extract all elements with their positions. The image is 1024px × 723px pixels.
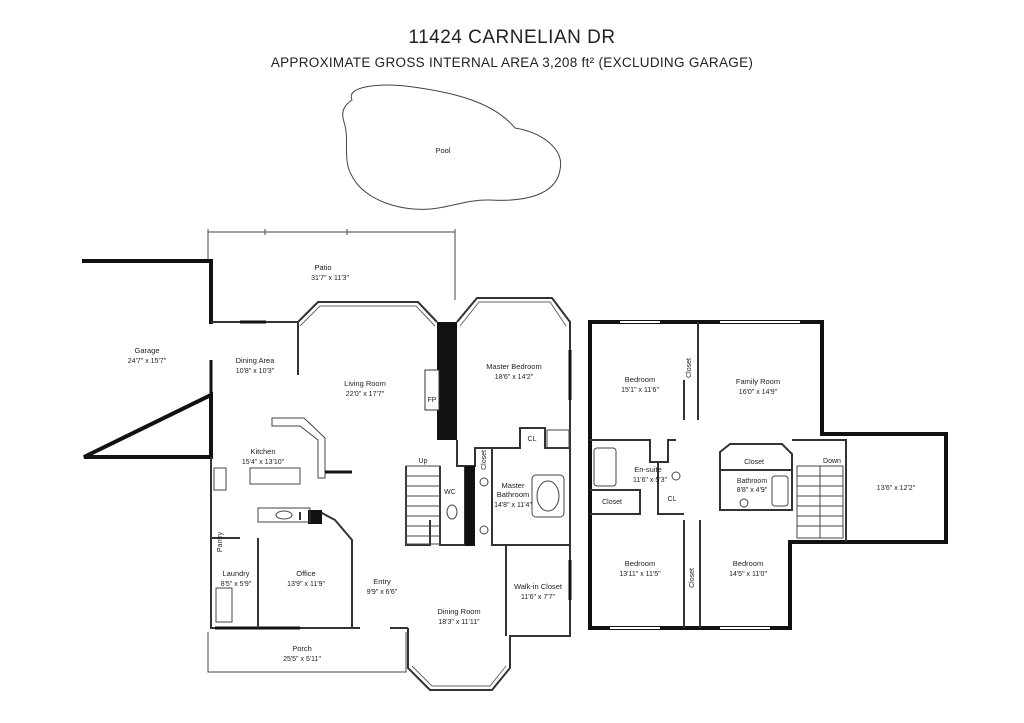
family-room-label: Family Room <box>736 377 780 386</box>
family-room-dims: 16'0" x 14'9" <box>739 389 778 396</box>
bedroom-se-label: Bedroom <box>733 559 763 568</box>
bedroom-nw-label: Bedroom <box>625 375 655 384</box>
bath-sink <box>739 498 749 508</box>
pool-outline <box>342 84 562 210</box>
pool-label: Pool <box>435 146 450 155</box>
walkin-closet-dims: 11'6" x 7'7" <box>521 594 555 601</box>
kitchen-counter-bottom <box>257 507 311 523</box>
shower <box>546 429 570 449</box>
garage-walls <box>82 259 213 459</box>
walkin-closet-label: Walk-in Closet <box>514 582 563 591</box>
garage-dims: 24'7" x 15'7" <box>128 358 167 365</box>
master-bathroom-label-1: Master <box>502 481 525 490</box>
master-closet-label: Closet <box>481 450 488 470</box>
kitchen-dims: 15'4" x 13'10" <box>242 459 285 466</box>
closet-c-label: Closet <box>744 459 764 466</box>
bonus-room-dims: 13'6" x 12'2" <box>877 485 916 492</box>
upper-floor-interior-walls <box>590 322 847 628</box>
range <box>213 467 227 491</box>
wc-label: WC <box>444 489 456 496</box>
entry-label: Entry <box>373 577 391 586</box>
laundry-dims: 8'5" x 5'9" <box>221 581 252 588</box>
ensuite-sink <box>671 471 681 481</box>
porch-label: Porch <box>292 644 312 653</box>
master-bathroom-label-2: Bathroom <box>497 490 530 499</box>
living-room-label: Living Room <box>344 379 386 388</box>
bay-window-dining <box>411 665 507 687</box>
master-sink-2 <box>479 525 489 535</box>
fireplace-label: FP <box>428 397 437 404</box>
dining-room-dims: 18'3" x 11'11" <box>438 619 480 626</box>
ensuite-dims: 11'6" x 5'3" <box>633 477 667 484</box>
wc-toilet <box>446 504 458 520</box>
laundry-fixture <box>215 587 233 623</box>
bedroom-se-dims: 14'5" x 11'0" <box>729 571 767 578</box>
kitchen-label: Kitchen <box>250 447 275 456</box>
stairs-upper <box>796 465 844 539</box>
closet-a-label: Closet <box>686 358 693 378</box>
bedroom-sw-dims: 13'11" x 11'5" <box>619 571 661 578</box>
stairs-down-label: Down <box>823 458 841 465</box>
patio-dims: 31'7" x 11'3" <box>311 275 349 282</box>
dining-room-label: Dining Room <box>437 607 480 616</box>
upper-floor-exterior-walls <box>588 320 948 630</box>
pantry-label: Pantry <box>217 531 224 552</box>
stairs-ground <box>405 465 441 545</box>
upper-cl-label: CL <box>668 496 677 503</box>
upper-window-marks <box>610 321 800 629</box>
area-subtitle: APPROXIMATE GROSS INTERNAL AREA 3,208 ft… <box>270 55 754 70</box>
master-closet-wall <box>465 466 475 546</box>
fireplace-box <box>424 369 440 411</box>
fireplace-wall <box>437 322 457 440</box>
kitchen-counter <box>271 417 326 479</box>
office-label: Office <box>296 569 315 578</box>
closet-d-label: Closet <box>689 568 696 588</box>
stairs-up-label: Up <box>419 458 428 465</box>
laundry-label: Laundry <box>222 569 249 578</box>
master-tub-basin <box>536 480 560 512</box>
patio-label: Patio <box>314 263 331 272</box>
ensuite-tub <box>593 447 617 487</box>
bay-window-living <box>299 305 436 327</box>
master-bathroom-dims: 14'8" x 11'4" <box>494 502 532 509</box>
patio-ticks <box>207 229 456 235</box>
living-room-dims: 22'0" x 17'7" <box>346 391 385 398</box>
closet-b-label: Closet <box>602 499 622 506</box>
ground-floor-interior-walls <box>211 322 570 636</box>
plan-title: 11424 CARNELIAN DR <box>408 27 616 48</box>
window-marks <box>209 320 572 630</box>
bedroom-sw-label: Bedroom <box>625 559 655 568</box>
master-bedroom-dims: 18'6" x 14'2" <box>495 374 534 381</box>
ensuite-label: En-suite <box>634 465 662 474</box>
kitchen-sink <box>275 510 293 520</box>
bay-window-master <box>459 301 567 327</box>
porch-outline <box>207 632 407 673</box>
porch-dims: 25'5" x 5'11" <box>283 656 321 663</box>
cl-label: CL <box>528 436 537 443</box>
master-sink-1 <box>479 477 489 487</box>
bathroom-dims: 8'8" x 4'9" <box>737 487 768 494</box>
bathroom-label: Bathroom <box>737 478 768 485</box>
kitchen-island <box>249 467 301 485</box>
garage-label: Garage <box>134 346 159 355</box>
office-wall-block <box>308 510 322 524</box>
bath-tub <box>771 475 789 507</box>
dining-area-dims: 10'8" x 10'3" <box>236 368 275 375</box>
bedroom-nw-dims: 15'1" x 11'6" <box>621 387 659 394</box>
master-tub <box>531 474 565 518</box>
office-dims: 13'9" x 11'9" <box>287 581 325 588</box>
master-bedroom-label: Master Bedroom <box>486 362 541 371</box>
entry-dims: 9'9" x 6'6" <box>367 589 398 596</box>
dining-area-label: Dining Area <box>236 356 276 365</box>
